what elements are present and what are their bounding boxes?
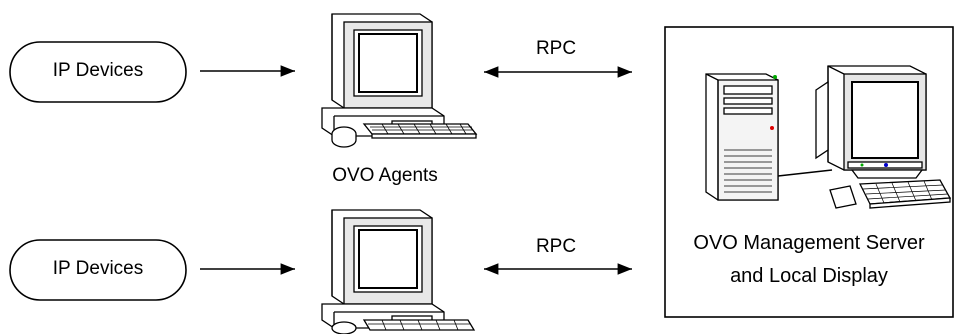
- display-monitor-icon: [815, 65, 927, 179]
- server-keyboard-icon: [829, 179, 952, 209]
- ip-devices-bottom-label: IP Devices: [52, 258, 144, 279]
- agent-computer-top-icon: [321, 13, 478, 148]
- server-label-line2: and Local Display: [730, 265, 888, 287]
- ip-devices-bottom-oval: [9, 239, 187, 301]
- agent-computer-bottom-icon: [321, 209, 476, 334]
- ip-devices-top-label: IP Devices: [52, 60, 144, 81]
- server-cable: [777, 169, 833, 177]
- rpc-top-label: RPC: [535, 38, 577, 59]
- ip-devices-top-oval: [9, 41, 187, 103]
- rpc-bottom-label: RPC: [535, 236, 577, 257]
- ovo-agents-label: OVO Agents: [332, 165, 438, 186]
- server-tower-icon: [705, 73, 779, 201]
- server-label-line1: OVO Management Server: [693, 232, 925, 254]
